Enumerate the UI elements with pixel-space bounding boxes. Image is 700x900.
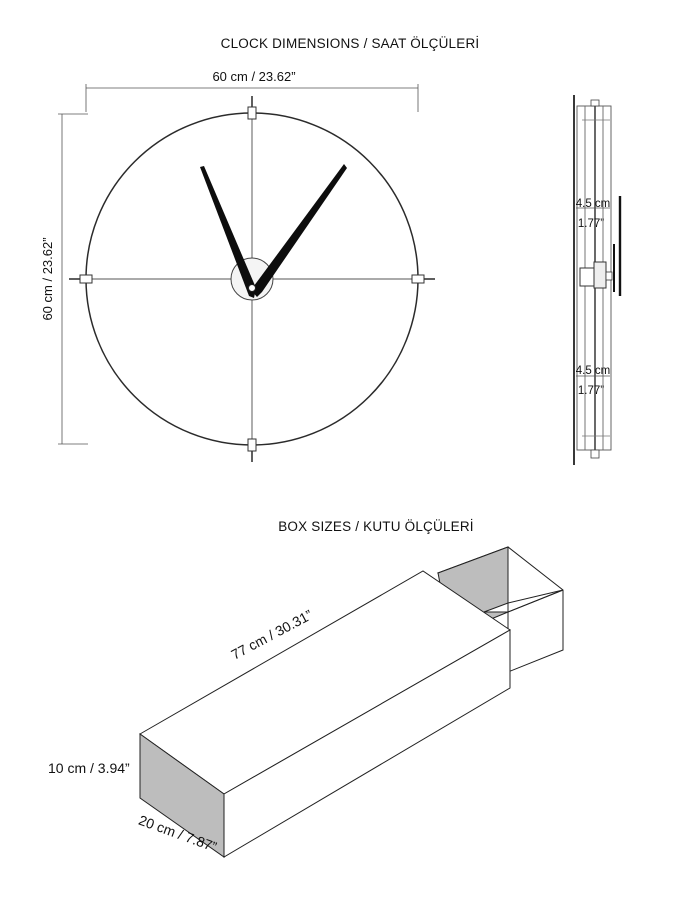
clock-front-view [69,96,435,462]
side-bottom-depth-dimension: 4.5 cm 1.77” [576,365,611,397]
side-top-depth-in: 1.77” [578,218,604,230]
clock-width-label: 60 cm / 23.62” [212,69,295,84]
clock-section-title: CLOCK DIMENSIONS / SAAT ÖLÇÜLERİ [221,36,480,51]
clock-height-dimension: 60 cm / 23.62” [40,113,88,445]
clock-center-pin [248,284,256,292]
clock-minute-hand [251,164,347,297]
side-top-depth-cm: 4.5 cm [576,198,611,210]
side-bottom-depth-cm: 4.5 cm [576,365,611,377]
box-drawing [139,546,564,858]
clock-markers [69,96,435,462]
side-top-depth-dimension: 4.5 cm 1.77” [576,198,611,230]
clock-width-dimension: 60 cm / 23.62” [85,69,419,112]
box-section-title: BOX SIZES / KUTU ÖLÇÜLERİ [278,519,474,534]
box-outer-sleeve [139,570,511,858]
side-bottom-depth-in: 1.77” [578,385,604,397]
clock-side-view: 4.5 cm 1.77” 4.5 cm 1.77” [573,95,622,465]
clock-hour-hand [200,166,256,298]
clock-height-label: 60 cm / 23.62” [40,237,55,320]
box-height-label: 10 cm / 3.94” [48,760,130,776]
